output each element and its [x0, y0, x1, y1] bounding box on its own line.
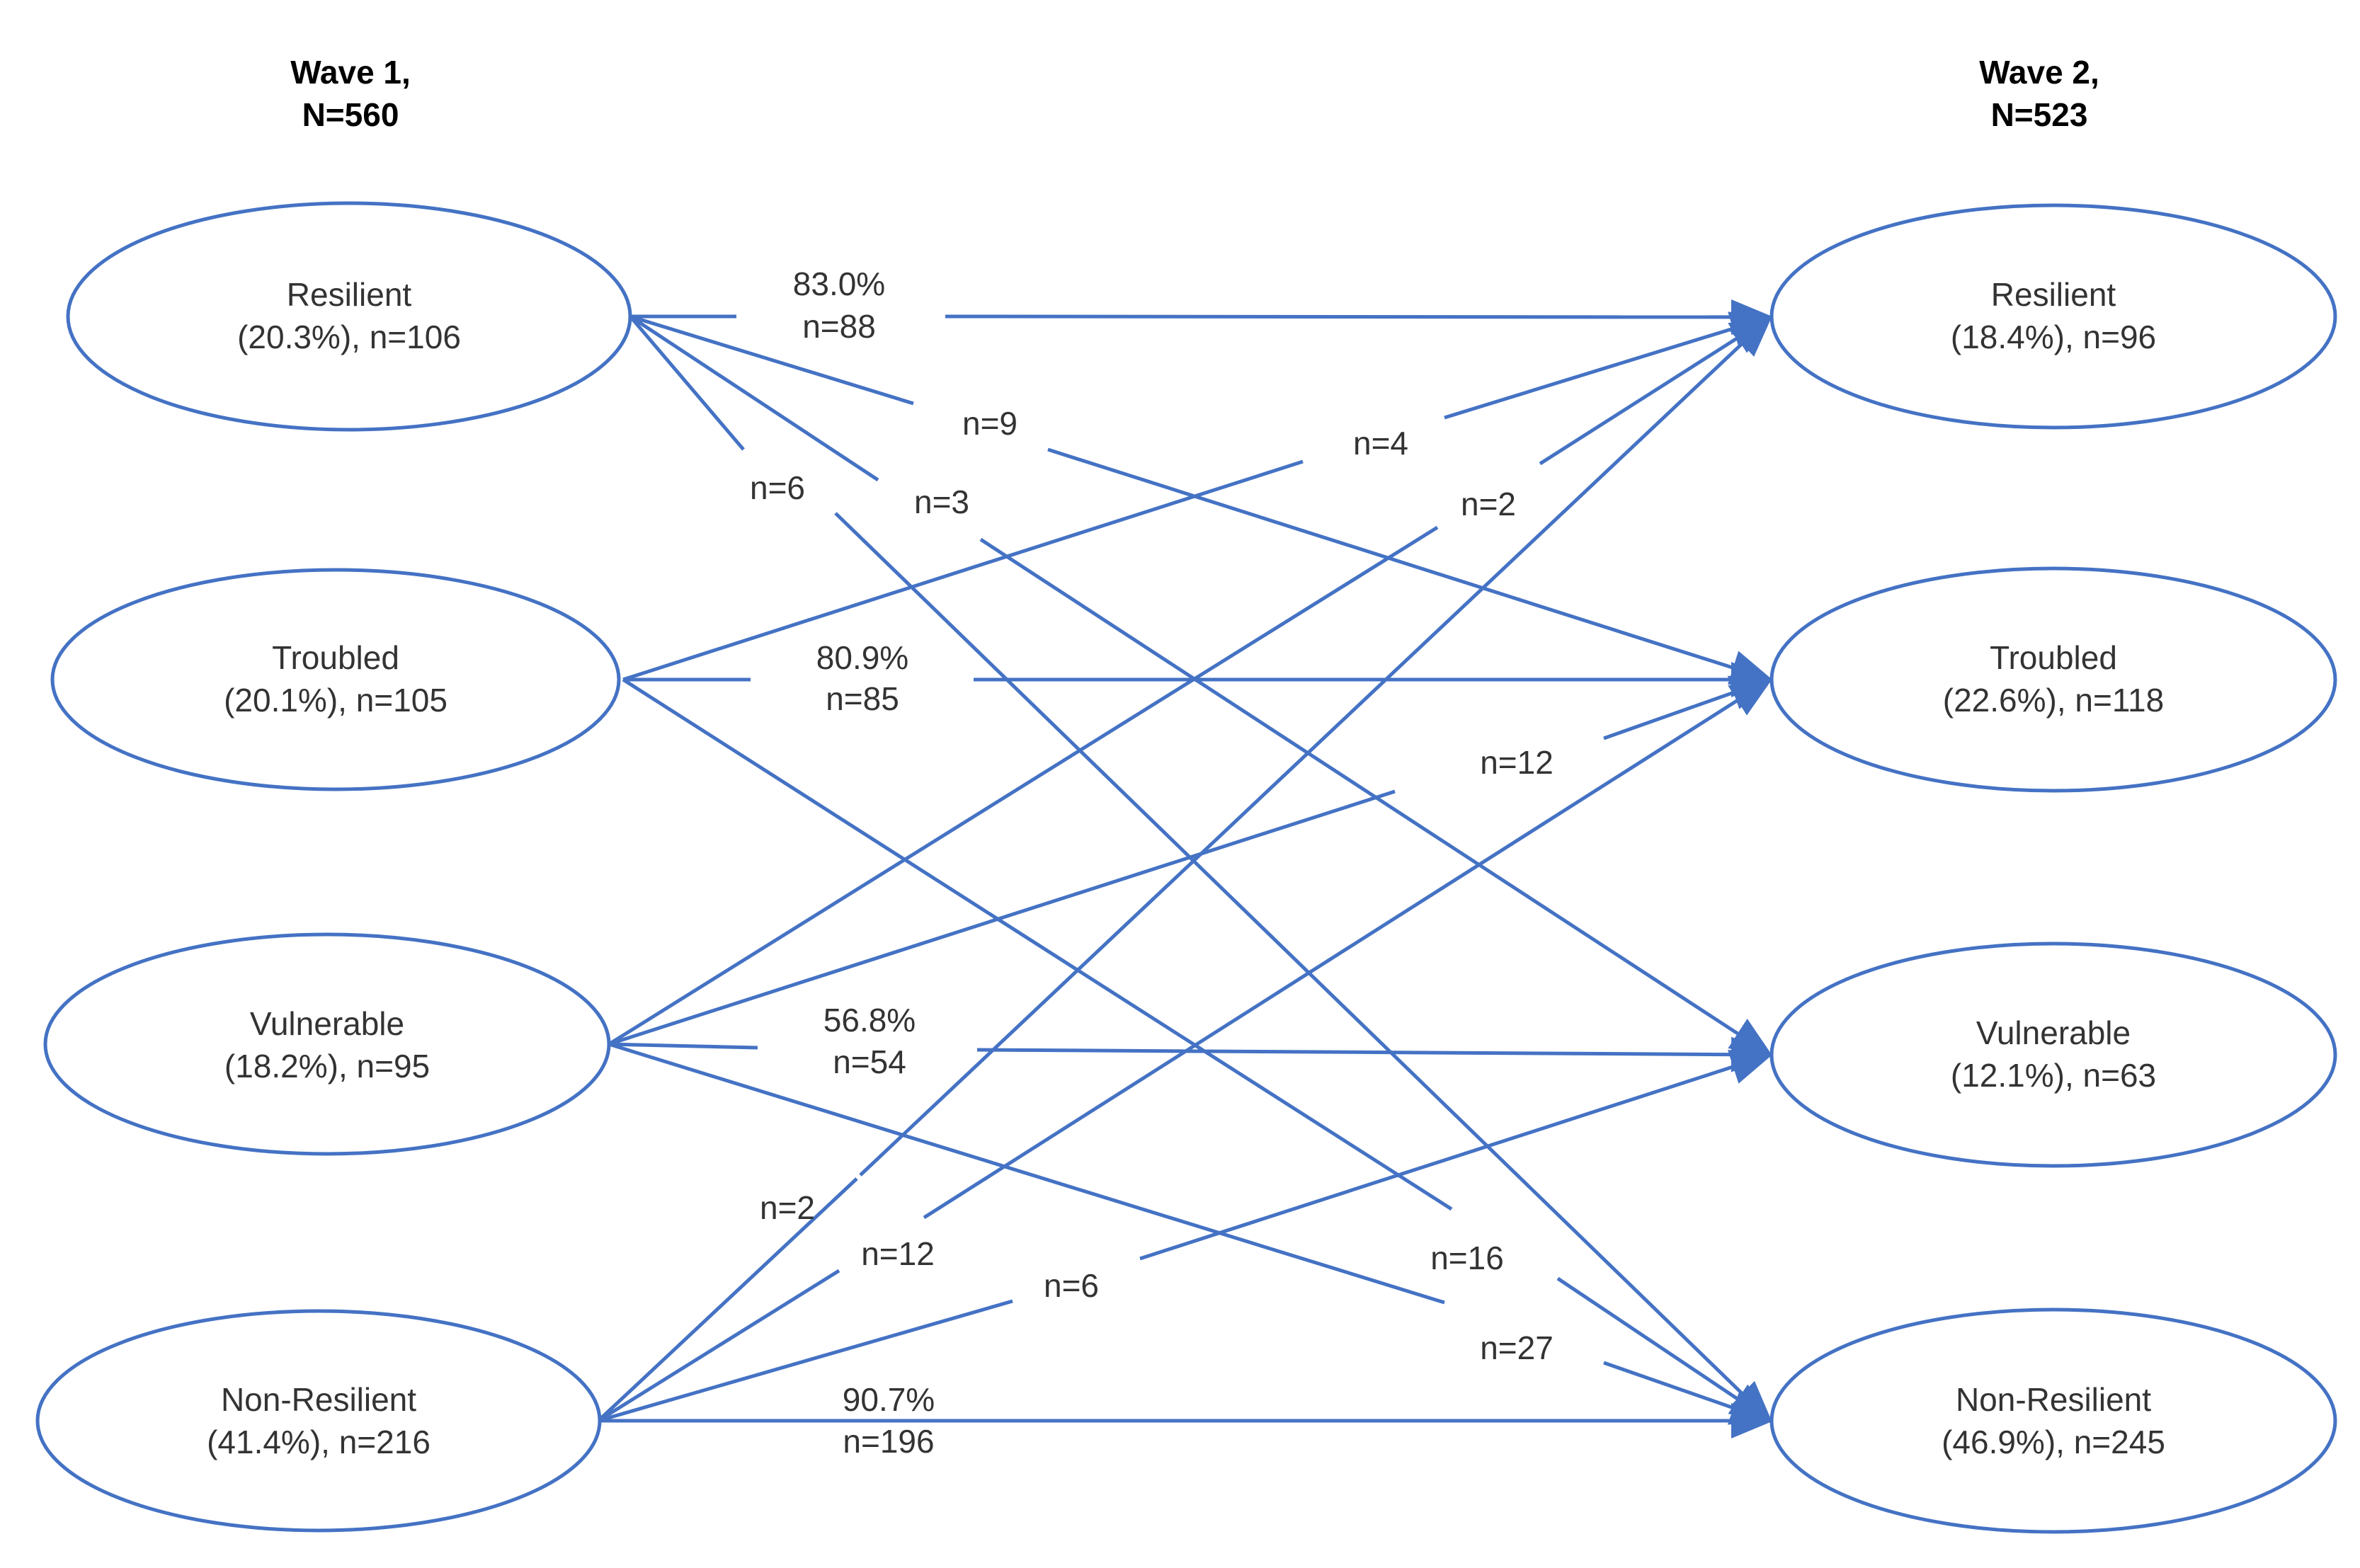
label-vulnerable-vulnerable-pct: 56.8% — [823, 1002, 916, 1038]
wave2-title: Wave 2, — [1979, 54, 2099, 91]
edge-troubled-resilient — [622, 459, 1304, 682]
edge-nonresilient-resilient — [597, 1177, 858, 1422]
edge-resilient-troubled — [629, 314, 914, 406]
wave1-node-vulnerable: Vulnerable (18.2%), n=95 — [43, 932, 611, 1156]
edge-troubled-resilient-arrow — [1444, 311, 1774, 420]
label-nonresilient-resilient-n: n=2 — [760, 1189, 815, 1226]
label-resilient-resilient-n: n=88 — [802, 308, 876, 345]
wave1-node-resilient: Resilient (20.3%), n=106 — [66, 201, 632, 432]
wave2-n: N=523 — [1991, 96, 2088, 133]
node-label: Troubled — [1990, 639, 2117, 676]
edge-vulnerable-troubled — [608, 789, 1396, 1046]
wave1-nodes: Resilient (20.3%), n=106 Troubled (20.1%… — [35, 201, 632, 1533]
label-nonresilient-nonresilient-n: n=196 — [843, 1423, 934, 1460]
wave1-title: Wave 1, — [290, 54, 411, 91]
node-stats: (12.1%), n=63 — [1951, 1057, 2156, 1094]
node-stats: (18.4%), n=96 — [1951, 319, 2156, 355]
node-stats: (22.6%), n=118 — [1943, 682, 2164, 719]
label-nonresilient-troubled-n: n=12 — [861, 1235, 935, 1272]
edge-resilient-vulnerable — [629, 314, 879, 482]
edge-nonresilient-vulnerable-arrow — [1139, 1050, 1774, 1261]
transition-labels: 83.0% n=88 n=9 n=3 n=6 n=4 80.9% n=85 n=… — [750, 265, 1554, 1460]
label-resilient-resilient-pct: 83.0% — [793, 265, 885, 302]
edge-troubled-nonresilient-arrow — [1556, 1276, 1774, 1423]
edge-vulnerable-nonresilient-arrow — [1603, 1361, 1774, 1425]
node-label: Vulnerable — [1976, 1014, 2131, 1051]
node-label: Non-Resilient — [221, 1381, 416, 1418]
wave2-node-troubled: Troubled (22.6%), n=118 — [1769, 566, 2337, 793]
wave2-node-vulnerable: Vulnerable (12.1%), n=63 — [1769, 942, 2337, 1168]
wave2-node-resilient: Resilient (18.4%), n=96 — [1769, 203, 2337, 430]
edge-resilient-nonresilient — [629, 315, 745, 451]
transition-lines — [597, 299, 1774, 1438]
wave1-header: Wave 1, N=560 — [290, 54, 411, 133]
wave2-node-non-resilient: Non-Resilient (46.9%), n=245 — [1769, 1307, 2337, 1534]
edge-resilient-troubled-arrow — [1047, 447, 1774, 685]
node-label: Troubled — [272, 639, 399, 676]
label-vulnerable-resilient-n: n=2 — [1461, 486, 1516, 522]
edge-vulnerable-vulnerable — [608, 1042, 758, 1050]
node-label: Vulnerable — [250, 1005, 404, 1042]
label-troubled-troubled-pct: 80.9% — [816, 639, 908, 676]
edge-resilient-resilient-arrow — [945, 299, 1774, 335]
node-stats: (46.9%), n=245 — [1942, 1424, 2165, 1460]
edge-nonresilient-troubled-arrow — [923, 677, 1774, 1220]
label-troubled-nonresilient-n: n=16 — [1430, 1240, 1504, 1276]
label-nonresilient-vulnerable-n: n=6 — [1044, 1267, 1099, 1304]
edge-troubled-nonresilient — [622, 677, 1453, 1211]
label-troubled-resilient-n: n=4 — [1353, 425, 1408, 462]
node-label: Resilient — [287, 276, 412, 313]
edge-resilient-nonresilient-arrow — [834, 512, 1773, 1424]
edge-vulnerable-resilient-arrow — [1539, 315, 1774, 466]
edge-vulnerable-resilient — [608, 525, 1439, 1046]
edge-nonresilient-troubled — [597, 1269, 840, 1423]
label-resilient-troubled-n: n=9 — [962, 405, 1017, 442]
label-resilient-nonresilient-n: n=6 — [750, 469, 805, 506]
wave1-node-non-resilient: Non-Resilient (41.4%), n=216 — [35, 1309, 602, 1533]
label-resilient-vulnerable-n: n=3 — [914, 483, 969, 520]
node-stats: (20.3%), n=106 — [237, 319, 461, 355]
wave2-header: Wave 2, N=523 — [1979, 54, 2099, 133]
wave2-nodes: Resilient (18.4%), n=96 Troubled (22.6%)… — [1769, 203, 2337, 1534]
node-stats: (41.4%), n=216 — [207, 1424, 431, 1460]
node-label: Resilient — [1991, 276, 2116, 313]
label-vulnerable-troubled-n: n=12 — [1480, 744, 1554, 781]
label-vulnerable-nonresilient-n: n=27 — [1480, 1329, 1554, 1366]
node-stats: (18.2%), n=95 — [224, 1048, 430, 1085]
edge-vulnerable-vulnerable-arrow — [976, 1036, 1774, 1072]
edge-vulnerable-nonresilient — [608, 1042, 1445, 1305]
edge-vulnerable-troubled-arrow — [1603, 675, 1774, 740]
label-troubled-troubled-n: n=85 — [826, 680, 899, 717]
edge-nonresilient-resilient-arrow — [859, 314, 1773, 1177]
wave1-node-troubled: Troubled (20.1%), n=105 — [50, 568, 621, 791]
node-stats: (20.1%), n=105 — [224, 682, 448, 719]
edge-nonresilient-vulnerable — [598, 1299, 1013, 1423]
label-vulnerable-vulnerable-n: n=54 — [833, 1043, 906, 1080]
label-nonresilient-nonresilient-pct: 90.7% — [843, 1381, 935, 1418]
wave1-n: N=560 — [302, 96, 399, 133]
node-label: Non-Resilient — [1956, 1381, 2151, 1418]
